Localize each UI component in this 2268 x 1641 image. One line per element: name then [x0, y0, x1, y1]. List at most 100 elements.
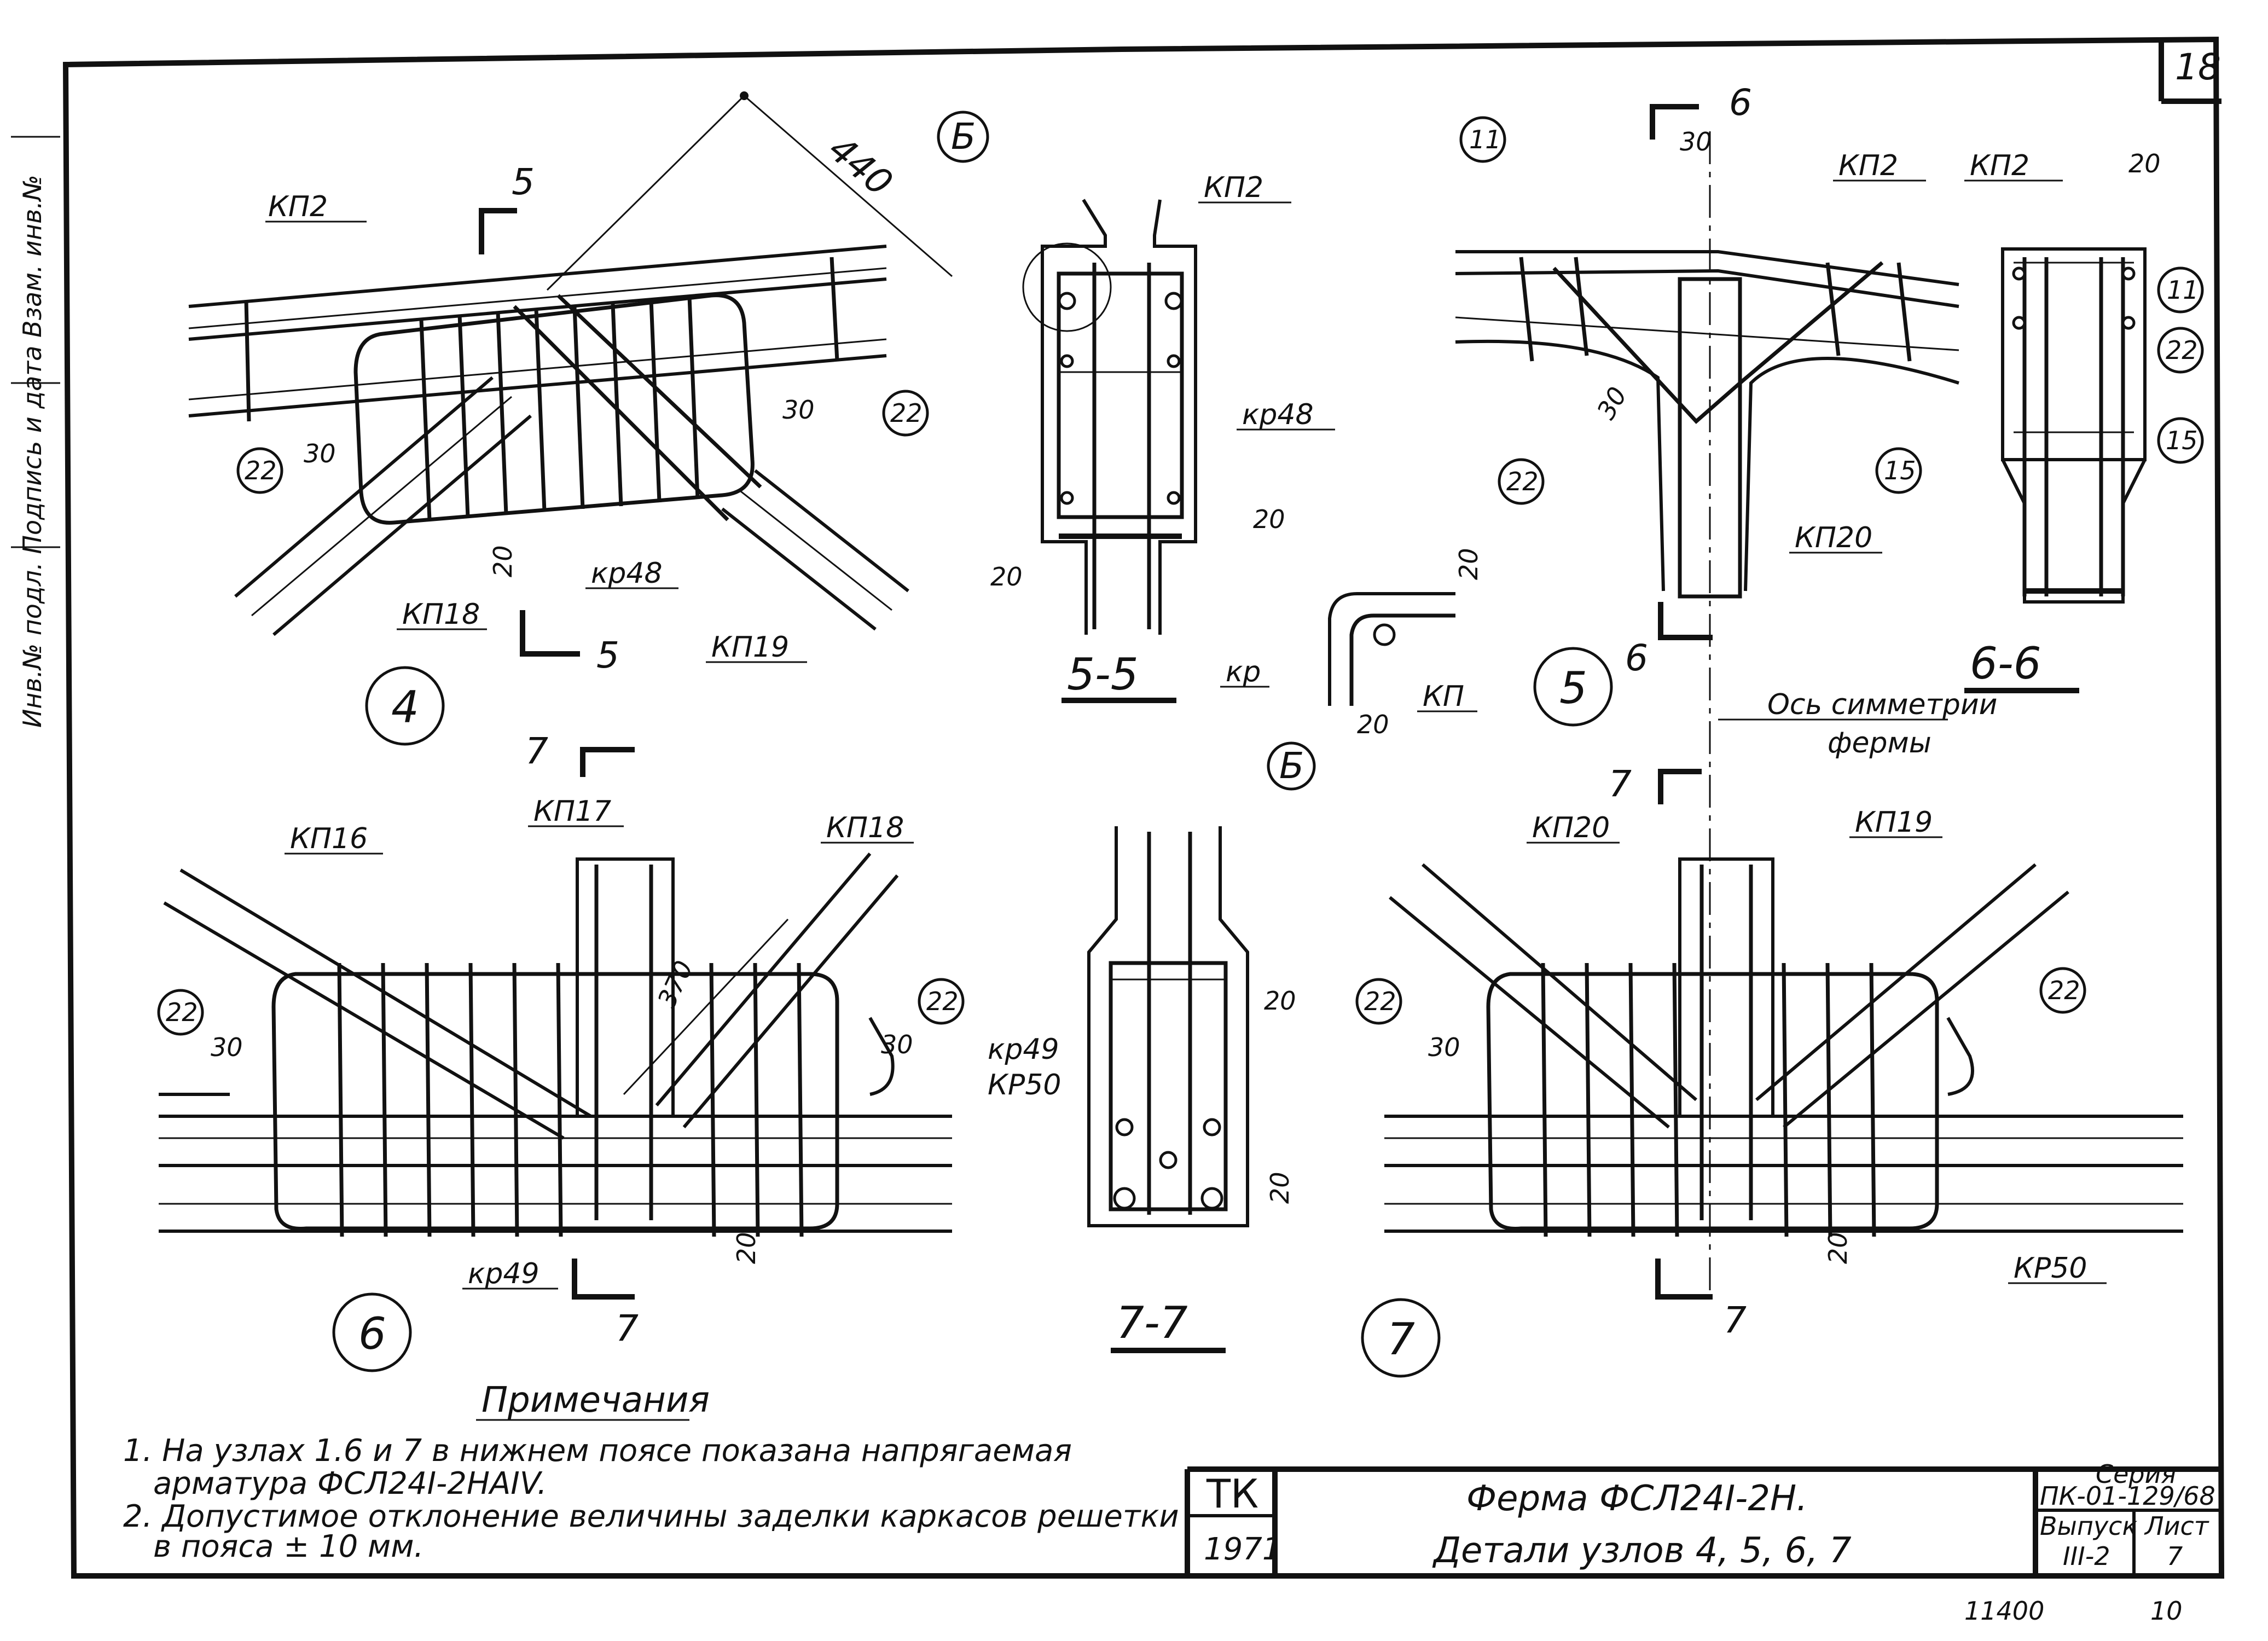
node4-callout-22-left: 22 [245, 456, 277, 485]
node5-dim-30-side: 30 [1591, 382, 1633, 425]
section66-dim-20: 20 [2128, 149, 2161, 178]
node-4-id: 4 [391, 682, 419, 733]
node4-callout-22-right-circle [882, 390, 929, 437]
node6-callout-22-right-circle [918, 978, 965, 1025]
node5-section-6-bottom: 6 [1625, 637, 1648, 679]
note-1-line-1: 1. На узлах 1.6 и 7 в нижнем поясе показ… [123, 1433, 1072, 1469]
node6-label-kp18: КП18 [826, 811, 904, 844]
node5-label-kp2: КП2 [1838, 149, 1898, 182]
detail-b-mark: Б [1279, 745, 1304, 787]
node4-section-5-bottom: 5 [596, 634, 619, 676]
detail-b-circle [1267, 741, 1316, 791]
node7-label-kp20: КП20 [1532, 811, 1610, 844]
section66-label-kp2: КП2 [1970, 149, 2029, 182]
node-7-id: 7 [1387, 1314, 1415, 1365]
detail-b-label-kp: КП [1423, 680, 1464, 713]
sheet-value: 7 [2167, 1541, 2183, 1571]
node7-callout-22-right-circle [2039, 967, 2086, 1014]
node-5-id: 5 [1559, 663, 1587, 714]
node6-label-kp16: КП16 [290, 822, 368, 855]
section55-label-kr48: кр48 [1242, 398, 1314, 431]
node4-dim-30-left: 30 [304, 439, 336, 468]
node-7-drawing [1384, 769, 2183, 1300]
node4-dim-30-right: 30 [782, 395, 815, 425]
title-year: 1971 [1204, 1532, 1282, 1567]
node5-label-kp20: КП20 [1795, 521, 1872, 554]
node4-label-kp18: КП18 [402, 598, 480, 631]
margin-stamp-lines [11, 136, 60, 548]
section77-dim-20-bottom: 20 [1265, 1172, 1295, 1204]
node5-callout-22: 22 [1506, 467, 1539, 496]
sheet-frame [62, 36, 2225, 1579]
margin-stamp-text: Инв.№ подл. Подпись и дата Взам. инв.№ [18, 175, 47, 728]
section66-callout-15-circle [2157, 417, 2204, 464]
section55-callout-b-circle [937, 111, 989, 163]
section55-label-kp2: КП2 [1204, 171, 1263, 204]
note-2-line-1: 2. Допустимое отклонение величины заделк… [123, 1499, 1179, 1534]
title-line-2: Детали узлов 4, 5, 6, 7 [1432, 1530, 1852, 1571]
node6-section-7-bottom: 7 [616, 1307, 639, 1349]
title-org: ТК [1206, 1471, 1258, 1517]
node5-callout-11-circle [1459, 116, 1506, 163]
node7-callout-22-right: 22 [2048, 976, 2080, 1005]
node7-dim-20: 20 [1823, 1232, 1853, 1264]
axis-label-line1: Ось симметрии [1767, 688, 1997, 721]
section66-callout-22: 22 [2166, 335, 2198, 365]
node5-callout-11: 11 [1469, 125, 1501, 154]
node-6-id: 6 [358, 1308, 386, 1359]
section-7-7-title: 7-7 [1116, 1297, 1188, 1348]
node7-label-kr50: КР50 [2014, 1252, 2087, 1285]
node-4-circle [365, 666, 445, 746]
section66-callout-11-circle [2157, 266, 2204, 314]
section77-label-kr49: кр49 [988, 1033, 1059, 1066]
node6-section-7-top: 7 [525, 730, 548, 772]
title-block-grid [1185, 1466, 2221, 1576]
node4-callout-22-right: 22 [890, 398, 923, 428]
section66-callout-15: 15 [2166, 426, 2198, 455]
issue-label: Выпуск [2040, 1511, 2137, 1541]
node6-dim-30-left: 30 [211, 1033, 243, 1062]
node6-callout-22-left-circle [157, 989, 204, 1036]
note-2-line-2: в пояса ± 10 мм. [153, 1529, 424, 1564]
node7-label-kp19: КП19 [1855, 806, 1933, 839]
detail-b-dim-20-top: 20 [1454, 548, 1483, 580]
axis-label-line2: фермы [1828, 727, 1931, 759]
section66-callout-22-circle [2157, 327, 2204, 374]
bottom-number-left: 11400 [1964, 1596, 2044, 1626]
node4-callout-22-left-circle [236, 447, 283, 494]
node4-dim-20: 20 [488, 545, 518, 577]
sheet-label: Лист [2144, 1511, 2209, 1541]
section-5-5-drawing [1022, 199, 1197, 635]
section77-label-kr50: КР50 [988, 1069, 1061, 1101]
node4-label-kp2: КП2 [268, 190, 328, 223]
node6-dim-370: 370 [652, 956, 699, 1012]
series-value: ПК-01-129/68 [2040, 1481, 2215, 1511]
node5-dim-30-top: 30 [1680, 127, 1712, 156]
node6-callout-22-right: 22 [926, 987, 959, 1016]
section-6-6-drawing [2001, 247, 2147, 604]
section-5-5-title: 5-5 [1067, 649, 1139, 700]
detail-b-drawing [1328, 592, 1455, 706]
node6-callout-22-left: 22 [166, 998, 198, 1027]
node4-dim-440: 440 [821, 127, 901, 204]
bottom-number-right: 10 [2150, 1596, 2183, 1626]
node6-dim-30-right: 30 [881, 1030, 913, 1059]
section55-callout-b: Б [951, 115, 976, 158]
node5-callout-22-circle [1498, 458, 1545, 505]
section55-dim-20-left: 20 [990, 562, 1023, 592]
node-6-circle [332, 1292, 412, 1372]
node6-label-kr49: кр49 [468, 1257, 540, 1290]
section-6-6-title: 6-6 [1970, 638, 2041, 689]
detail-b-dim-20-bottom: 20 [1357, 710, 1389, 739]
note-1-line-2: арматура ФСЛ24I-2НАIV. [153, 1466, 547, 1501]
detail-b-label-kr: кр [1226, 656, 1261, 688]
section-7-7-drawing [1087, 826, 1249, 1227]
node7-callout-22-left-circle [1355, 978, 1402, 1025]
node4-section-5-top: 5 [512, 161, 535, 203]
section66-callout-11: 11 [2167, 275, 2199, 305]
node6-dim-20: 20 [732, 1232, 761, 1264]
node-5-circle [1533, 647, 1613, 727]
node7-dim-30: 30 [1428, 1033, 1460, 1062]
node5-callout-15-circle [1875, 447, 1922, 494]
